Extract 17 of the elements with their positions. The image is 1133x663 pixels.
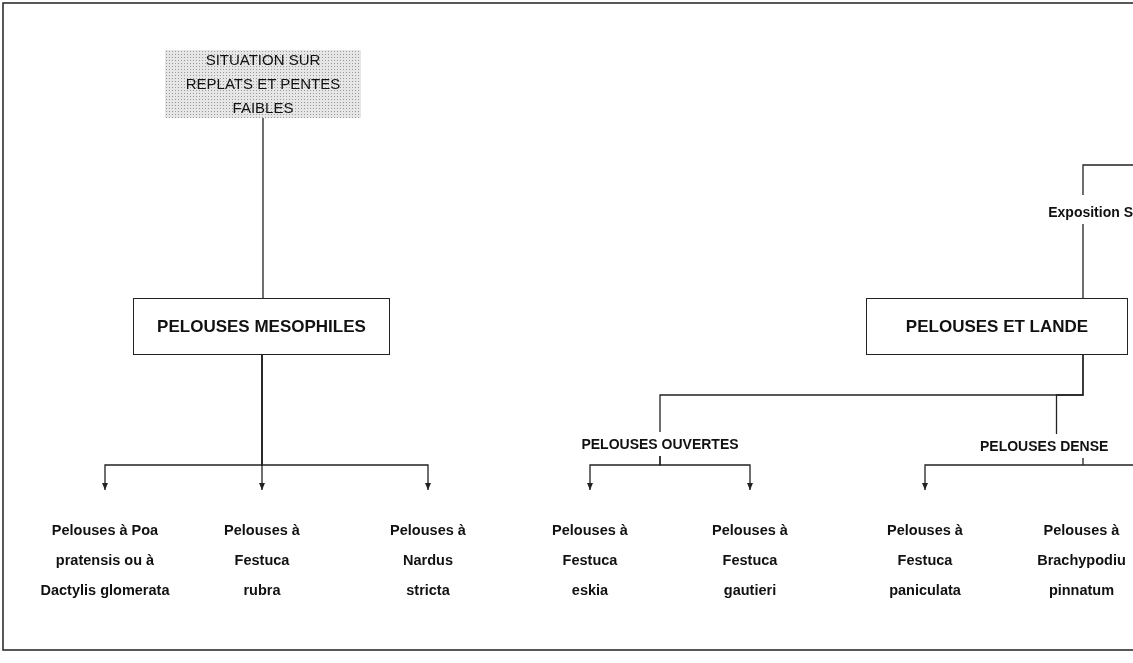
category-box: PELOUSES MESOPHILES (133, 298, 390, 355)
vegetation-type-text: Pelouses à Festuca paniculata (880, 490, 970, 630)
category-box: PELOUSES ET LANDE (866, 298, 1128, 355)
connector-line (262, 117, 264, 299)
vegetation-type-text: Pelouses à Festuca eskia (550, 490, 630, 630)
connector-line (1082, 223, 1084, 299)
connector-line (1082, 164, 1133, 196)
arrow (922, 457, 1133, 491)
vegetation-type-text: Pelouses à Nardus stricta (388, 490, 468, 630)
connector-line (1055, 354, 1084, 435)
vegetation-type-text: Pelouses à Festuca rubra (222, 490, 302, 630)
arrow (261, 354, 431, 491)
vegetation-type-text: Pelouses à Festuca gautieri (710, 490, 790, 630)
vegetation-type-text: Pelouses à Brachypodiu pinnatum (1030, 490, 1133, 630)
arrow (659, 455, 753, 491)
vegetation-type-text: Pelouses à Poa pratensis ou à Dactylis glomerata (30, 490, 180, 630)
heading-box: SITUATION SUR REPLATS ET PENTES FAIBLES (165, 50, 361, 118)
